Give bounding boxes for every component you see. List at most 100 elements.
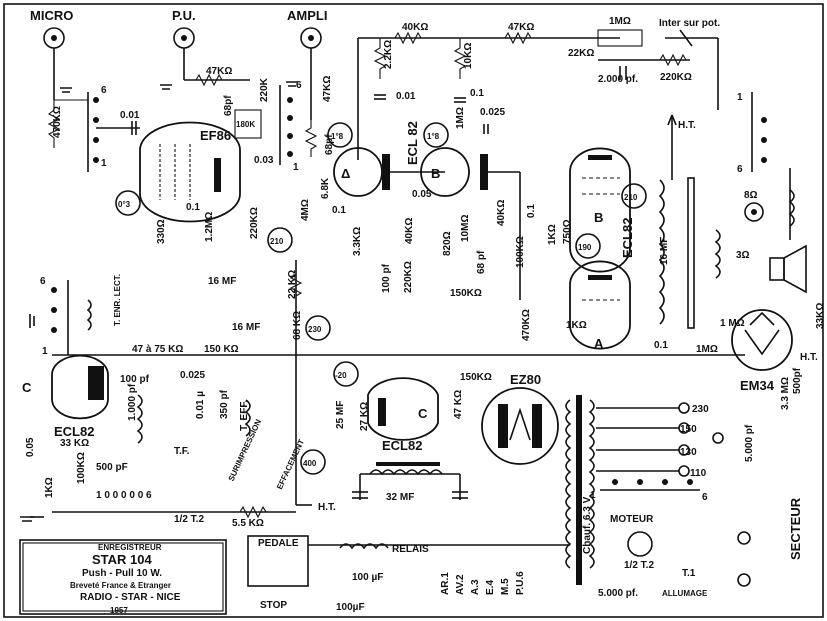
label-r4m: 4MΩ <box>300 199 311 221</box>
switch-pos-1e: 1 <box>590 490 596 501</box>
mark-c: C <box>22 380 32 395</box>
label-pedale: PEDALE <box>258 538 299 549</box>
mark-c2: C <box>418 406 428 421</box>
circle-c210a <box>267 227 293 253</box>
mains-plug-bottom <box>737 573 751 587</box>
label-c0025b: 0.025 <box>180 370 205 381</box>
label-t2: 1/2 T.2 <box>174 514 204 525</box>
label-r22k-top: 22KΩ <box>568 48 594 59</box>
label-c16mf-c: 16 MF <box>232 322 260 333</box>
label-r100k-b: 100KΩ <box>76 452 87 484</box>
circle-c230 <box>305 315 331 341</box>
label-t2b: 1/2 T.2 <box>624 560 654 571</box>
label-r750: 750Ω <box>562 219 573 244</box>
label-r40k-b: 40KΩ <box>404 218 415 244</box>
title-line2: STAR 104 <box>92 552 152 567</box>
label-ht3: H.T. <box>318 502 336 513</box>
label-c005: 0.05 <box>412 189 432 200</box>
circle-c18a <box>327 122 353 148</box>
title-block <box>19 539 227 615</box>
label-c01d: 0.1 <box>526 204 537 218</box>
label-r10k: 10KΩ <box>463 43 474 69</box>
label-c68pf-b: 68pf <box>324 134 335 155</box>
label-r1m-d: 1 MΩ <box>720 318 745 329</box>
label-c400: 400 <box>303 459 317 468</box>
ground-symbols <box>20 81 298 522</box>
label-r220k-b: 220KΩ <box>249 207 260 239</box>
switch-pos-6c: 6 <box>737 164 743 175</box>
selector-label-av2: AV.2 <box>455 574 466 595</box>
label-r47-75: 47 à 75 KΩ <box>132 344 183 355</box>
circle-c18b <box>423 122 449 148</box>
resistor-470k <box>47 99 88 148</box>
label-r1k-c: 1KΩ <box>44 477 55 498</box>
ampli-jack <box>300 27 322 120</box>
label-c01a: 0.1 <box>470 88 484 99</box>
label-t1: T.1 <box>682 568 696 579</box>
label-tf: T.F. <box>174 446 190 457</box>
label-r40k-top: 40KΩ <box>402 22 428 33</box>
label-r1k: 1KΩ <box>547 224 558 245</box>
micro-jack <box>43 27 65 100</box>
mark-b: B <box>431 166 440 181</box>
label-ez80: EZ80 <box>510 372 541 387</box>
switch-pos-1c: 1 <box>737 92 743 103</box>
label-c0025a: 0.025 <box>480 107 505 118</box>
selector-switch-middle <box>279 85 293 165</box>
label-allumage: ALLUMAGE <box>662 589 708 598</box>
switch-pos-1a: 1 <box>101 158 107 169</box>
label-r47k-top: 47KΩ <box>508 22 534 33</box>
label-ecl82-osc: ECL82 <box>54 424 94 439</box>
label-r330: 330Ω <box>156 219 167 244</box>
label-c32mf: 32 MF <box>386 492 414 503</box>
tube-ef86 <box>139 121 241 223</box>
micro-label: MICRO <box>30 8 73 23</box>
pot-180k <box>234 109 262 139</box>
label-r150k-b: 150 KΩ <box>204 344 239 355</box>
label-secteur: SECTEUR <box>788 497 803 560</box>
circle-c400 <box>300 449 326 475</box>
filter-choke <box>369 462 443 476</box>
title-line4: Breveté France & Etranger <box>70 581 171 590</box>
selector-label-e4: E.4 <box>485 580 496 595</box>
circle-c190 <box>575 233 601 259</box>
voltage-selector <box>596 402 690 477</box>
switch-pos-6b: 6 <box>296 80 302 91</box>
label-ecl82-b: ECL82 <box>382 438 422 453</box>
label-r40k-c: 40KΩ <box>496 200 507 226</box>
label-stop: STOP <box>260 600 287 611</box>
mark-delta: Δ <box>341 166 350 181</box>
label-r33k: 3.3KΩ <box>352 227 363 256</box>
tube-ecl82-c-triode <box>367 377 439 441</box>
selector-label-m5: M.5 <box>500 578 511 595</box>
label-c18b: 1°8 <box>427 132 440 141</box>
label-r1m-c: 1MΩ <box>696 344 718 355</box>
label-ef86: EF86 <box>200 128 231 143</box>
speaker-icon <box>769 244 807 294</box>
output-transformer <box>658 177 695 329</box>
label-r33k-c: 33 KΩ <box>60 438 89 449</box>
selector-switch-micro <box>87 92 99 172</box>
label-r180k: 180K <box>236 120 255 129</box>
label-c20: -20 <box>335 371 347 380</box>
label-r27k: 27 KΩ <box>359 402 370 431</box>
label-c210b: 210 <box>624 193 638 202</box>
label-inter: Inter sur pot. <box>659 18 720 29</box>
selector-label-pu6: P.U.6 <box>515 571 526 595</box>
label-v130: 130 <box>680 447 697 458</box>
tube-em34 <box>731 309 793 371</box>
label-c18a: 1°8 <box>331 132 344 141</box>
mark-b2: B <box>594 210 603 225</box>
label-r150k: 150KΩ <box>450 288 482 299</box>
label-ht2: H.T. <box>800 352 818 363</box>
label-c190: 190 <box>578 243 592 252</box>
label-r1m-top: 1MΩ <box>609 16 631 27</box>
switch-pos-6e: 6 <box>702 492 708 503</box>
tube-ecl82-osc <box>51 354 109 420</box>
label-r10m: 10MΩ <box>460 215 471 242</box>
mark-a2: A <box>594 336 604 351</box>
label-r1k-b: 1KΩ <box>566 320 587 331</box>
label-c100pf: 100 pf <box>381 263 392 293</box>
title-year: 1957 <box>110 606 128 615</box>
label-c005b: 0.05 <box>25 437 36 457</box>
